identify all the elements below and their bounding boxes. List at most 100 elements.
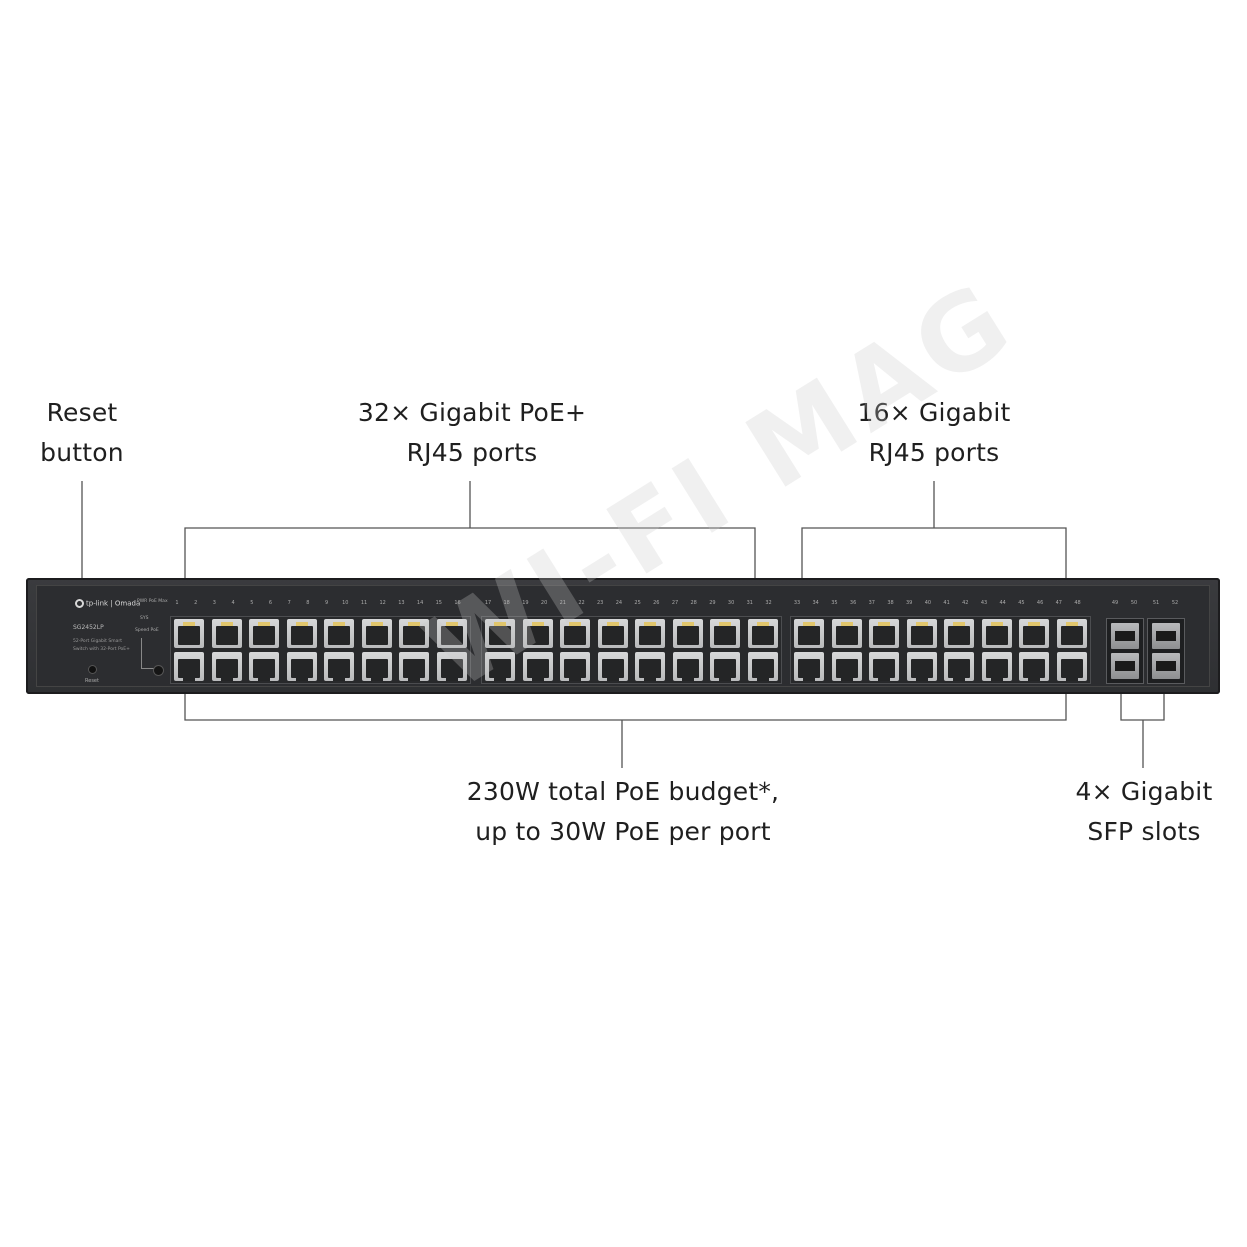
- port-number-label: 16: [454, 600, 461, 606]
- rj45-port-23[interactable]: [597, 619, 628, 648]
- port-number-label: 14: [416, 600, 424, 606]
- callout-poe-ports-line1: 32× Gigabit PoE+: [357, 398, 587, 427]
- port-number-label: 17: [484, 600, 492, 606]
- rj45-port-37[interactable]: [869, 619, 899, 648]
- rj45-port-33[interactable]: [794, 619, 824, 648]
- front-panel: tp-link | Omada SG2452LP 52-Port Gigabit…: [36, 585, 1210, 687]
- port-number-label: 28: [690, 600, 697, 606]
- callout-poe-budget-line1: 230W total PoE budget*,: [466, 777, 780, 806]
- callout-poe-budget-line2: up to 30W PoE per port: [475, 817, 771, 846]
- sfp-number: 49: [1111, 600, 1119, 606]
- led-mode-bracket: [141, 638, 160, 669]
- rj45-port-38[interactable]: [869, 652, 899, 681]
- rj45-port-16[interactable]: [436, 652, 467, 681]
- port-number-label: 33: [793, 600, 801, 606]
- port-number-label: 12: [379, 600, 386, 606]
- rj45-port-24[interactable]: [597, 652, 628, 681]
- port-number-label: 20: [540, 600, 548, 606]
- rj45-port-47[interactable]: [1056, 619, 1087, 648]
- rj45-port-43[interactable]: [981, 619, 1012, 648]
- reset-label: Reset: [85, 678, 99, 684]
- mode-button[interactable]: [154, 666, 163, 675]
- rj45-port-1[interactable]: [174, 619, 204, 648]
- port-number-label: 32: [765, 600, 772, 606]
- port-number-label: 3: [212, 600, 216, 606]
- port-number-label: 37: [868, 600, 875, 606]
- rj45-port-6[interactable]: [249, 652, 279, 681]
- rj45-port-19[interactable]: [522, 619, 553, 648]
- port-number-label: 21: [559, 600, 566, 606]
- tplink-logo-icon: [75, 599, 84, 608]
- rj45-port-22[interactable]: [560, 652, 590, 681]
- rj45-port-46[interactable]: [1019, 652, 1049, 681]
- rj45-port-28[interactable]: [672, 652, 703, 681]
- port-number-label: 34: [812, 600, 819, 606]
- rj45-port-26[interactable]: [635, 652, 665, 681]
- port-group-2: [481, 616, 782, 684]
- rj45-port-13[interactable]: [399, 619, 429, 648]
- rj45-port-20[interactable]: [522, 652, 553, 681]
- sfp-slot-51[interactable]: [1152, 623, 1180, 649]
- brand-text: tp-link | Omada: [86, 599, 141, 608]
- brand-logo: tp-link | Omada: [75, 599, 140, 608]
- rj45-port-3[interactable]: [211, 619, 242, 648]
- rj45-port-8[interactable]: [286, 652, 317, 681]
- rj45-port-25[interactable]: [635, 619, 665, 648]
- rj45-port-14[interactable]: [399, 652, 429, 681]
- led-pwr-label: PWR PoE Max: [137, 599, 168, 604]
- rj45-port-31[interactable]: [747, 619, 778, 648]
- rj45-port-4[interactable]: [211, 652, 242, 681]
- rj45-port-17[interactable]: [485, 619, 515, 648]
- rj45-port-2[interactable]: [174, 652, 204, 681]
- rj45-port-10[interactable]: [324, 652, 354, 681]
- rj45-port-34[interactable]: [794, 652, 824, 681]
- rj45-port-45[interactable]: [1019, 619, 1049, 648]
- port-group-3: [790, 616, 1091, 684]
- callout-poe-ports-line2: RJ45 ports: [406, 438, 538, 467]
- rj45-port-41[interactable]: [944, 619, 974, 648]
- rj45-port-7[interactable]: [286, 619, 317, 648]
- port-number-label: 36: [849, 600, 857, 606]
- rj45-port-44[interactable]: [981, 652, 1012, 681]
- port-number-label: 30: [727, 600, 735, 606]
- port-number-label: 6: [268, 600, 273, 606]
- callout-sfp-line1: 4× Gigabit: [1075, 777, 1213, 806]
- rj45-port-12[interactable]: [361, 652, 392, 681]
- sfp-number: 50: [1130, 600, 1138, 606]
- bracket-gigabit-ports: [801, 527, 1067, 585]
- rj45-port-21[interactable]: [560, 619, 590, 648]
- port-number-label: 11: [360, 600, 368, 606]
- description-line2: Switch with 32-Port PoE+: [73, 647, 130, 652]
- rj45-port-30[interactable]: [710, 652, 740, 681]
- rj45-port-29[interactable]: [710, 619, 740, 648]
- rj45-port-48[interactable]: [1056, 652, 1087, 681]
- rj45-port-40[interactable]: [906, 652, 937, 681]
- callout-reset-button: Reset button: [32, 393, 132, 473]
- rj45-port-11[interactable]: [361, 619, 392, 648]
- rj45-port-32[interactable]: [747, 652, 778, 681]
- rj45-port-27[interactable]: [672, 619, 703, 648]
- sfp-slot-49[interactable]: [1111, 623, 1139, 649]
- sfp-slot-50[interactable]: [1111, 653, 1139, 679]
- rj45-port-35[interactable]: [831, 619, 862, 648]
- port-number-label: 5: [250, 600, 254, 606]
- callout-sfp-slots: 4× Gigabit SFP slots: [1070, 772, 1218, 852]
- port-number-label: 29: [709, 600, 716, 606]
- rj45-port-42[interactable]: [944, 652, 974, 681]
- rj45-port-9[interactable]: [324, 619, 354, 648]
- port-number-label: 1: [175, 600, 179, 606]
- sfp-slot-52[interactable]: [1152, 653, 1180, 679]
- rj45-port-39[interactable]: [906, 619, 937, 648]
- port-number-label: 27: [671, 600, 679, 606]
- bracket-sfp: [1120, 690, 1165, 721]
- rj45-port-18[interactable]: [485, 652, 515, 681]
- rj45-port-15[interactable]: [436, 619, 467, 648]
- sfp-cage-right: [1147, 618, 1185, 684]
- port-number-label: 8: [306, 600, 310, 606]
- port-number-label: 48: [1074, 600, 1081, 606]
- rj45-port-36[interactable]: [831, 652, 862, 681]
- rj45-port-5[interactable]: [249, 619, 279, 648]
- reset-button[interactable]: [89, 666, 96, 673]
- port-number-label: 31: [746, 600, 753, 606]
